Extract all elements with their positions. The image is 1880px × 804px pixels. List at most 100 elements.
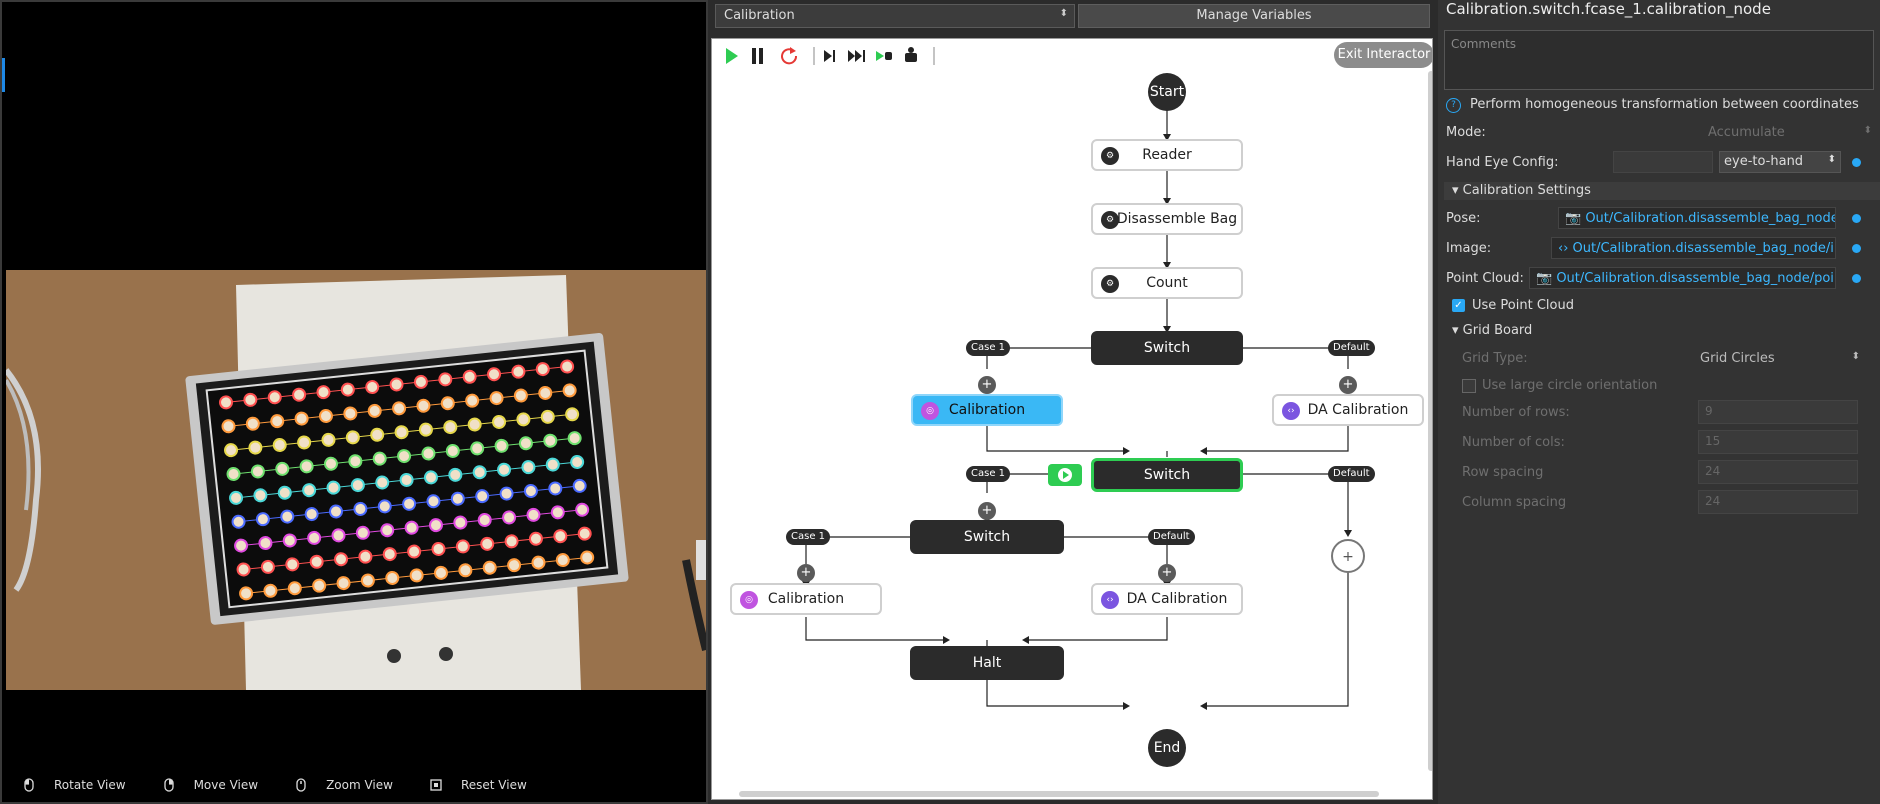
da-calibration-label: DA Calibration — [1307, 402, 1409, 418]
da-calibration-node-1[interactable]: ‹› DA Calibration — [1272, 394, 1424, 426]
grid-type-value: Grid Circles — [1700, 351, 1775, 366]
reset-view-hint[interactable]: Reset View — [429, 778, 527, 792]
default-tag: Default — [1328, 340, 1375, 356]
dropdown-arrow-icon: ⬍ — [1863, 125, 1872, 136]
add-node-button[interactable]: + — [1331, 539, 1365, 573]
halt-node[interactable]: Halt — [910, 646, 1064, 680]
zoom-view-hint[interactable]: Zoom View — [294, 778, 393, 792]
add-case-button[interactable]: + — [978, 376, 996, 394]
point-cloud-value: Out/Calibration.disassemble_bag_node/poi… — [1556, 271, 1835, 286]
add-default-button[interactable]: + — [1339, 376, 1357, 394]
da-calibration-node-2[interactable]: ‹› DA Calibration — [1091, 583, 1243, 615]
flow-canvas[interactable]: Exit Interactor — [711, 38, 1433, 800]
image-label: Image: — [1446, 241, 1492, 256]
calibration-settings-label: Calibration Settings — [1462, 183, 1591, 198]
hand-eye-select[interactable]: eye-to-hand ⬍ — [1719, 151, 1841, 173]
connection-dot[interactable] — [1852, 274, 1861, 283]
mode-value: Accumulate — [1708, 125, 1785, 140]
exit-interactor-button[interactable]: Exit Interactor — [1334, 42, 1432, 68]
dropdown-arrow-icon: ⬍ — [1827, 154, 1836, 165]
count-node[interactable]: ⚙ Count — [1091, 267, 1243, 299]
zoom-view-label: Zoom View — [326, 778, 393, 792]
connection-dot[interactable] — [1852, 158, 1861, 167]
disassemble-bag-node[interactable]: ⚙ Disassemble Bag — [1091, 203, 1243, 235]
viewer-toolbar: Rotate View Move View Zoom View Reset Vi… — [22, 774, 557, 796]
move-view-hint[interactable]: Move View — [162, 778, 258, 792]
add-case-button[interactable]: + — [797, 564, 815, 582]
reader-node[interactable]: ⚙ Reader — [1091, 139, 1243, 171]
da-calibration-icon: ‹› — [1101, 591, 1119, 609]
cols-input[interactable]: 15 — [1698, 430, 1858, 454]
calibration-icon: ◎ — [740, 591, 758, 609]
case1-tag: Case 1 — [966, 466, 1011, 482]
start-node[interactable]: Start — [1148, 73, 1186, 111]
use-point-cloud-checkbox[interactable]: ✓ — [1452, 299, 1465, 312]
cols-label: Number of cols: — [1462, 435, 1565, 450]
running-indicator — [1048, 464, 1082, 486]
row-spacing-input[interactable]: 24 — [1698, 460, 1858, 484]
add-default-button[interactable]: + — [1158, 564, 1176, 582]
calibration-node-2[interactable]: ◎ Calibration — [730, 583, 882, 615]
calibration-settings-section[interactable]: ▾ Calibration Settings — [1444, 182, 1880, 200]
hand-eye-input[interactable] — [1613, 151, 1713, 173]
comments-field[interactable]: Comments — [1444, 30, 1874, 90]
row-spacing-label: Row spacing — [1462, 465, 1544, 480]
manage-variables-button[interactable]: Manage Variables — [1078, 4, 1430, 28]
rotate-view-hint[interactable]: Rotate View — [22, 778, 126, 792]
camera-image — [6, 270, 706, 690]
hand-eye-value: eye-to-hand — [1724, 154, 1804, 169]
camera-capture-icon — [905, 53, 917, 62]
fast-forward-icon — [848, 50, 855, 62]
dropdown-arrow-icon: ⬍ — [1059, 8, 1068, 19]
rows-input[interactable]: 9 — [1698, 400, 1858, 424]
horizontal-scrollbar[interactable] — [739, 791, 1379, 797]
point-cloud-label: Point Cloud: — [1446, 271, 1524, 286]
reader-icon: ⚙ — [1101, 147, 1119, 165]
calibration-icon: ◎ — [921, 402, 939, 420]
mode-select[interactable]: Accumulate ⬍ — [1708, 125, 1878, 140]
dropdown-arrow-icon: ⬍ — [1851, 351, 1860, 362]
calibration-node-label: Calibration — [767, 591, 845, 607]
playback-toolbar — [726, 47, 935, 65]
project-select[interactable]: Calibration ⬍ — [715, 4, 1075, 28]
vertical-scrollbar[interactable] — [1428, 71, 1432, 771]
point-cloud-field[interactable]: 📷 Out/Calibration.disassemble_bag_node/p… — [1529, 267, 1836, 289]
reset-view-label: Reset View — [460, 778, 527, 792]
mouse-left-icon — [24, 778, 34, 792]
grid-type-select[interactable]: Grid Circles ⬍ — [1700, 351, 1860, 366]
disassemble-icon: ⚙ — [1101, 211, 1119, 229]
default-tag: Default — [1148, 529, 1195, 545]
switch-node-1[interactable]: Switch — [1091, 331, 1243, 365]
calibration-node-1[interactable]: ◎ Calibration — [911, 394, 1063, 426]
connection-dot[interactable] — [1852, 244, 1861, 253]
pause-icon — [752, 48, 756, 64]
reader-node-label: Reader — [1142, 147, 1192, 163]
pose-value: Out/Calibration.disassemble_bag_node/pos… — [1585, 211, 1835, 226]
case1-tag: Case 1 — [786, 529, 831, 545]
properties-panel: Calibration.switch.fcase_1.calibration_n… — [1438, 0, 1880, 804]
switch-node-2[interactable]: Switch — [1091, 458, 1243, 492]
node-description: Perform homogeneous transformation betwe… — [1470, 97, 1859, 112]
viewer-edge-marker — [2, 58, 5, 92]
hand-eye-label: Hand Eye Config: — [1446, 155, 1559, 170]
image-viewer[interactable]: Rotate View Move View Zoom View Reset Vi… — [0, 0, 708, 804]
large-circle-checkbox[interactable] — [1462, 379, 1476, 393]
use-point-cloud-label: Use Point Cloud — [1472, 298, 1574, 313]
count-icon: ⚙ — [1101, 275, 1119, 293]
image-field[interactable]: ‹› Out/Calibration.disassemble_bag_node/… — [1551, 237, 1836, 259]
end-node[interactable]: End — [1148, 729, 1186, 767]
connection-dot[interactable] — [1852, 214, 1861, 223]
large-circle-label: Use large circle orientation — [1482, 378, 1658, 393]
switch-node-3[interactable]: Switch — [910, 520, 1064, 554]
node-path-title: Calibration.switch.fcase_1.calibration_n… — [1446, 0, 1771, 18]
add-case-button[interactable]: + — [978, 502, 996, 520]
play-icon — [726, 48, 738, 64]
move-view-label: Move View — [193, 778, 259, 792]
pose-field[interactable]: 📷 Out/Calibration.disassemble_bag_node/p… — [1558, 207, 1836, 229]
help-icon[interactable]: ? — [1446, 98, 1461, 113]
da-calibration-icon: ‹› — [1282, 402, 1300, 420]
default-tag: Default — [1328, 466, 1375, 482]
mode-label: Mode: — [1446, 125, 1486, 140]
grid-board-section[interactable]: ▾ Grid Board — [1452, 323, 1533, 338]
column-spacing-input[interactable]: 24 — [1698, 490, 1858, 514]
